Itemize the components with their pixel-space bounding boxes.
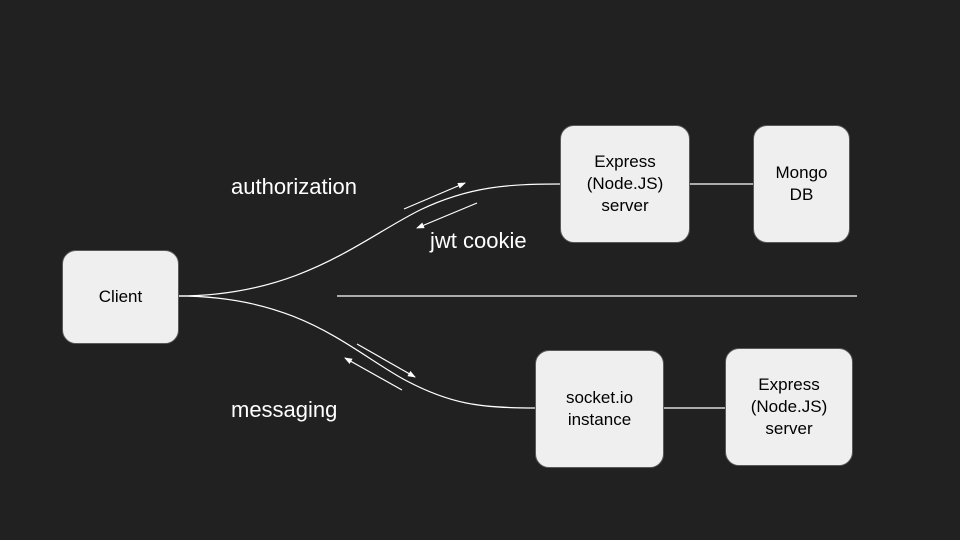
client-to-socket-connector <box>177 295 536 409</box>
express-auth-line-3: server <box>601 196 649 215</box>
express-msg-line-2: (Node.JS) <box>750 397 828 416</box>
jwt-cookie-label: jwt cookie <box>430 228 527 253</box>
express-msg-line-3: server <box>765 419 813 438</box>
client-label: Client <box>98 287 143 306</box>
mongo-line-2: DB <box>789 185 814 204</box>
client-node: Client <box>62 250 179 344</box>
express-server-messaging-node: Express (Node.JS) server <box>725 348 853 466</box>
socket-io-node: socket.io instance <box>535 350 664 468</box>
socket-line-2: instance <box>567 410 632 429</box>
messaging-label: messaging <box>231 397 338 422</box>
express-auth-line-2: (Node.JS) <box>586 174 664 193</box>
messaging-outgoing-arrow <box>356 343 416 378</box>
authorization-label: authorization <box>231 174 357 199</box>
messaging-incoming-arrow <box>344 357 403 391</box>
express-msg-line-1: Express <box>758 375 820 394</box>
authorization-request-arrow <box>403 182 466 210</box>
mongo-db-node: Mongo DB <box>753 125 850 243</box>
socket-line-1: socket.io <box>565 388 634 407</box>
express-auth-line-1: Express <box>594 152 656 171</box>
mongo-line-1: Mongo <box>775 163 828 182</box>
jwt-cookie-response-arrow <box>416 202 478 229</box>
express-server-auth-node: Express (Node.JS) server <box>560 125 690 243</box>
client-to-express-connector <box>177 183 562 297</box>
